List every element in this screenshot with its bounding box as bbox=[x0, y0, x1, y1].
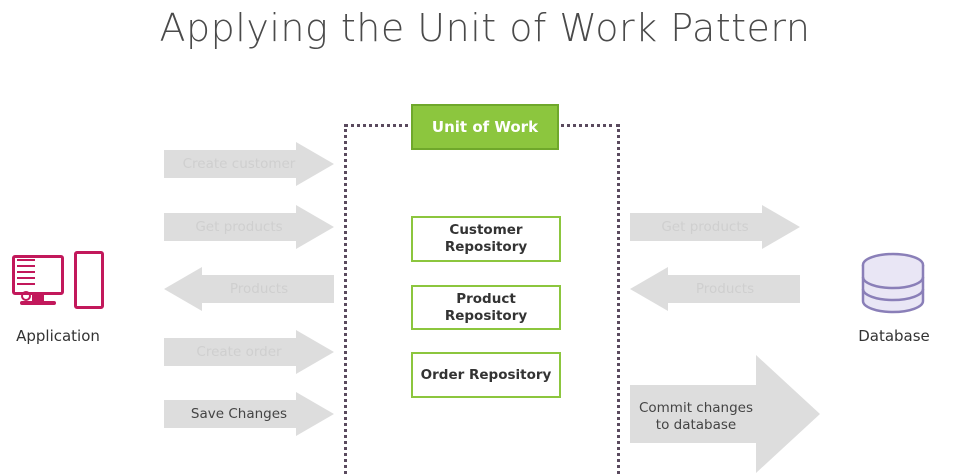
tower-vent-line-icon bbox=[17, 271, 35, 273]
arrow-commit-changes bbox=[630, 355, 820, 473]
customer-repository-box[interactable]: Customer Repository bbox=[411, 216, 561, 262]
arrow-get-products-right bbox=[630, 205, 800, 249]
page-title: Applying the Unit of Work Pattern bbox=[159, 6, 811, 50]
database-label: Database bbox=[858, 327, 930, 345]
order-repository-box[interactable]: Order Repository bbox=[411, 352, 561, 398]
database-svg bbox=[861, 252, 925, 314]
tower-icon bbox=[74, 251, 104, 309]
product-repository-label: Product Repository bbox=[444, 290, 528, 324]
customer-repository-label: Customer Repository bbox=[444, 222, 528, 255]
product-repository-box[interactable]: Product Repository bbox=[411, 285, 561, 330]
arrow-products-left bbox=[164, 267, 334, 311]
tower-power-button-icon bbox=[21, 291, 31, 301]
arrow-products-right bbox=[630, 267, 800, 311]
application-computer-icon bbox=[12, 251, 104, 315]
arrow-save-changes bbox=[164, 392, 334, 436]
arrow-create-customer bbox=[164, 142, 334, 186]
application-label: Application bbox=[16, 327, 100, 345]
arrow-get-products-left bbox=[164, 205, 334, 249]
unit-of-work-header[interactable]: Unit of Work bbox=[411, 104, 559, 150]
tower-vent-line-icon bbox=[17, 265, 35, 267]
monitor-stand-icon bbox=[32, 295, 44, 301]
tower-vent-line-icon bbox=[17, 259, 35, 261]
monitor-base-icon bbox=[20, 301, 56, 305]
tower-vent-line-icon bbox=[17, 283, 35, 285]
order-repository-label: Order Repository bbox=[420, 366, 552, 383]
tower-vent-line-icon bbox=[17, 277, 35, 279]
database-cylinder-icon bbox=[859, 251, 927, 317]
arrow-create-order bbox=[164, 330, 334, 374]
monitor-icon bbox=[12, 255, 64, 295]
